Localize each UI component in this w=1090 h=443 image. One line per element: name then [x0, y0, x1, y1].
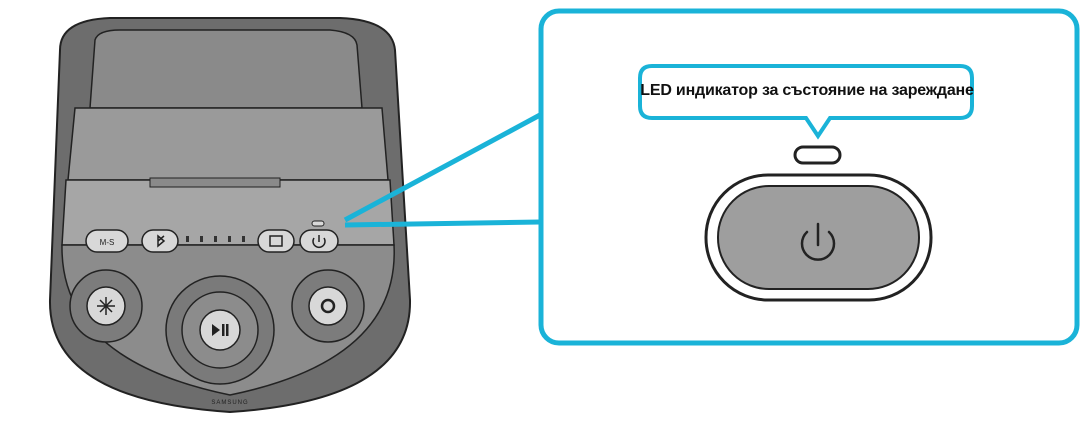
charging-led-indicator: [793, 145, 842, 165]
battery-indicator-leds: [186, 236, 245, 242]
bluetooth-button[interactable]: [141, 229, 179, 253]
handle-bar: [67, 107, 389, 181]
led-indicator-label: LED индикатор за състояние на зареждане: [640, 82, 974, 99]
callout-connector: [343, 112, 542, 228]
brand-logo: SAMSUNG: [211, 400, 248, 406]
volume-knob-icon: [320, 298, 336, 314]
mode-button[interactable]: [85, 229, 129, 253]
slot: [149, 177, 281, 188]
volume-knob[interactable]: [308, 286, 348, 326]
mode-button-label: M-S: [100, 238, 115, 247]
play-pause-icon: [212, 324, 229, 336]
callout-bubble: [638, 64, 974, 140]
speaker-top-view: M-S: [48, 17, 412, 414]
power-icon-small: [312, 235, 326, 248]
handle-recess: [89, 29, 363, 109]
charging-led-small: [311, 220, 325, 227]
power-icon: [800, 222, 836, 261]
source-button[interactable]: [257, 229, 295, 253]
light-icon: [97, 297, 115, 315]
bluetooth-icon: [157, 234, 166, 248]
source-icon: [269, 235, 283, 247]
